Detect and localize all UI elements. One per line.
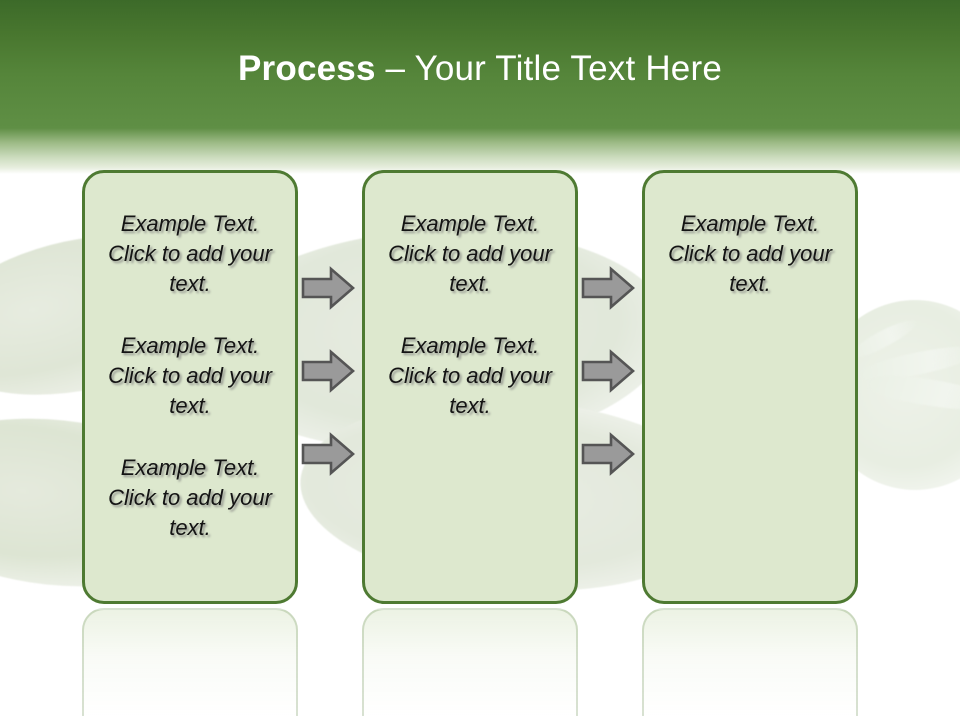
right-arrow-icon[interactable] bbox=[301, 349, 355, 393]
stage-1-paragraph-1[interactable]: Example Text. Click to add your text. bbox=[108, 211, 272, 296]
page-title-rest: – Your Title Text Here bbox=[375, 49, 722, 88]
right-arrow-icon[interactable] bbox=[581, 266, 635, 310]
stage-3-paragraph-1[interactable]: Example Text. Click to add your text. bbox=[668, 211, 832, 296]
stage-2-reflection bbox=[362, 608, 578, 716]
process-stage-2[interactable]: Example Text. Click to add your text. Ex… bbox=[362, 170, 578, 604]
title-banner-fade bbox=[0, 128, 960, 174]
stage-1-reflection bbox=[82, 608, 298, 716]
right-arrow-icon[interactable] bbox=[301, 266, 355, 310]
page-title-strong: Process bbox=[238, 49, 376, 88]
stage-3-reflection bbox=[642, 608, 858, 716]
title-banner bbox=[0, 0, 960, 128]
stage-2-paragraph-1[interactable]: Example Text. Click to add your text. bbox=[388, 211, 552, 296]
right-arrow-icon[interactable] bbox=[581, 432, 635, 476]
right-arrow-icon[interactable] bbox=[581, 349, 635, 393]
page-title: Process – Your Title Text Here bbox=[0, 48, 960, 90]
process-stage-1[interactable]: Example Text. Click to add your text. Ex… bbox=[82, 170, 298, 604]
right-arrow-icon[interactable] bbox=[301, 432, 355, 476]
stage-1-paragraph-3[interactable]: Example Text. Click to add your text. bbox=[108, 455, 272, 540]
stage-2-paragraph-2[interactable]: Example Text. Click to add your text. bbox=[388, 333, 552, 418]
stage-1-paragraph-2[interactable]: Example Text. Click to add your text. bbox=[108, 333, 272, 418]
process-stage-3[interactable]: Example Text. Click to add your text. bbox=[642, 170, 858, 604]
